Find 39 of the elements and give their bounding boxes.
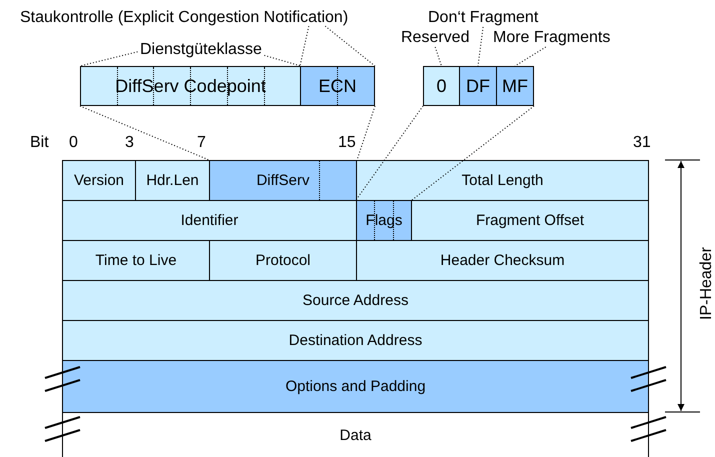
header-field: Fragment Offset (411, 200, 649, 241)
header-field: Options and Padding (62, 360, 649, 413)
header-field: Hdr.Len (135, 160, 210, 201)
axis-label: Bit (30, 134, 49, 152)
leader-line (514, 46, 546, 66)
header-field: Protocol (209, 240, 357, 281)
header-field: Flags (356, 200, 412, 241)
subfield-box: DiffServ Codepoint (80, 66, 301, 106)
annotation-text: Don‘t Fragment (428, 9, 538, 27)
header-field: Version (62, 160, 136, 201)
bit-number: 7 (197, 134, 206, 152)
subfield-box: MF (496, 66, 534, 106)
annotation-text: Reserved (401, 29, 470, 47)
leader-line (80, 51, 138, 66)
bit-number: 15 (338, 134, 356, 152)
header-field: Total Length (356, 160, 649, 201)
header-field: Identifier (62, 200, 357, 241)
subfield-box: ECN (300, 66, 375, 106)
header-field: Destination Address (62, 320, 649, 361)
header-field: Source Address (62, 280, 649, 321)
header-field: DiffServ (209, 160, 357, 201)
subfield-box: 0 (423, 66, 460, 106)
subfield-box: DF (459, 66, 497, 106)
annotation-text: Dienstgüteklasse (140, 41, 262, 59)
leader-line (300, 26, 376, 66)
leader-line (356, 106, 376, 160)
header-field: Header Checksum (356, 240, 649, 281)
header-field: Data (62, 412, 649, 457)
annotation-text: Staukontrolle (Explicit Congestion Notification) (20, 9, 348, 27)
header-field: Time to Live (62, 240, 210, 281)
leader-line (434, 46, 442, 66)
bit-number: 31 (633, 134, 651, 152)
leader-line (478, 26, 484, 66)
bit-number: 3 (125, 134, 134, 152)
leader-line (412, 106, 534, 200)
leader-line (356, 106, 424, 200)
annotation-text: More Fragments (493, 29, 610, 47)
bit-number: 0 (69, 134, 78, 152)
leader-line (80, 106, 210, 160)
